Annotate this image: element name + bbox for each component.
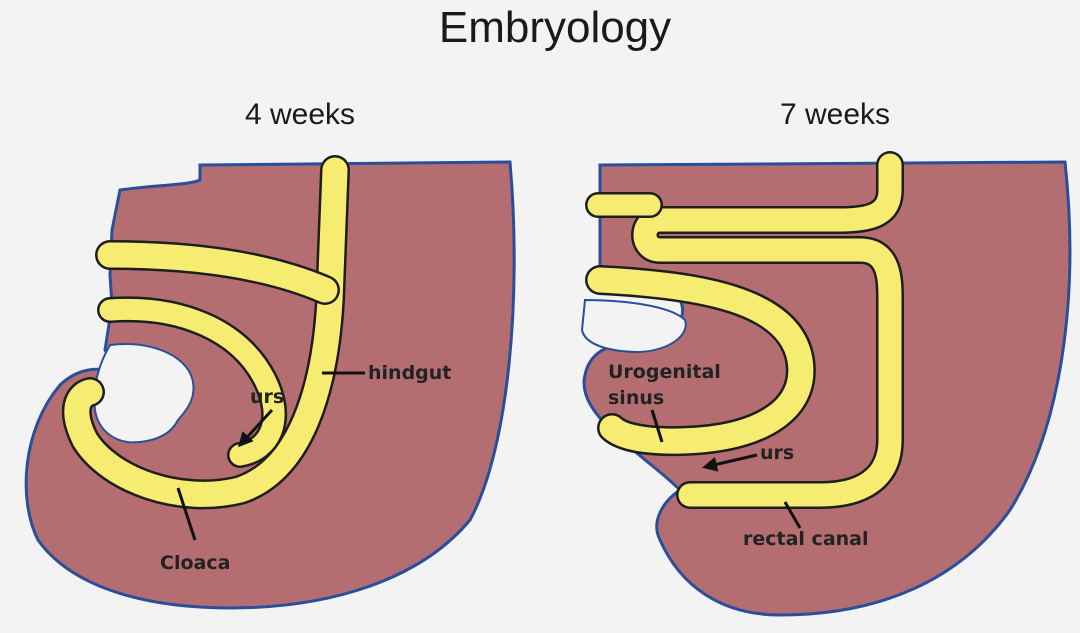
urs-arrow-right <box>702 453 758 472</box>
urogenital-sinus-leader <box>650 409 664 443</box>
panel-4-weeks: 4 weeks hindgut urs Cloaca <box>24 98 516 610</box>
panel-title-7-weeks: 7 weeks <box>780 98 890 131</box>
label-urs-right: urs <box>760 442 794 464</box>
label-cloaca: Cloaca <box>160 552 230 574</box>
label-urs-left: urs <box>250 386 284 408</box>
label-urogenital-line2: sinus <box>608 387 664 409</box>
diagram-title: Embryology <box>439 3 671 52</box>
panel-7-weeks: 7 weeks Urogenital sinus urs rectal cana… <box>580 98 1072 617</box>
label-rectal-canal: rectal canal <box>743 528 869 550</box>
hindgut-lumen <box>61 155 350 510</box>
opening-7-weeks <box>580 298 687 354</box>
rectal-canal-leader <box>783 501 802 529</box>
panel-title-4-weeks: 4 weeks <box>245 98 355 131</box>
cloaca-leader <box>176 487 197 541</box>
urs-arrow-left <box>237 408 274 448</box>
label-urogenital-line1: Urogenital <box>608 361 721 383</box>
label-hindgut: hindgut <box>368 362 451 384</box>
